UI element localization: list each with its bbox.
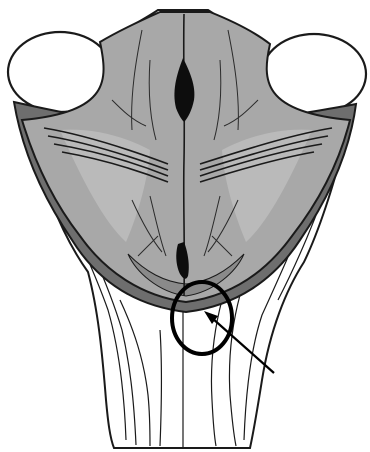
anatomical-diagram <box>0 0 370 452</box>
